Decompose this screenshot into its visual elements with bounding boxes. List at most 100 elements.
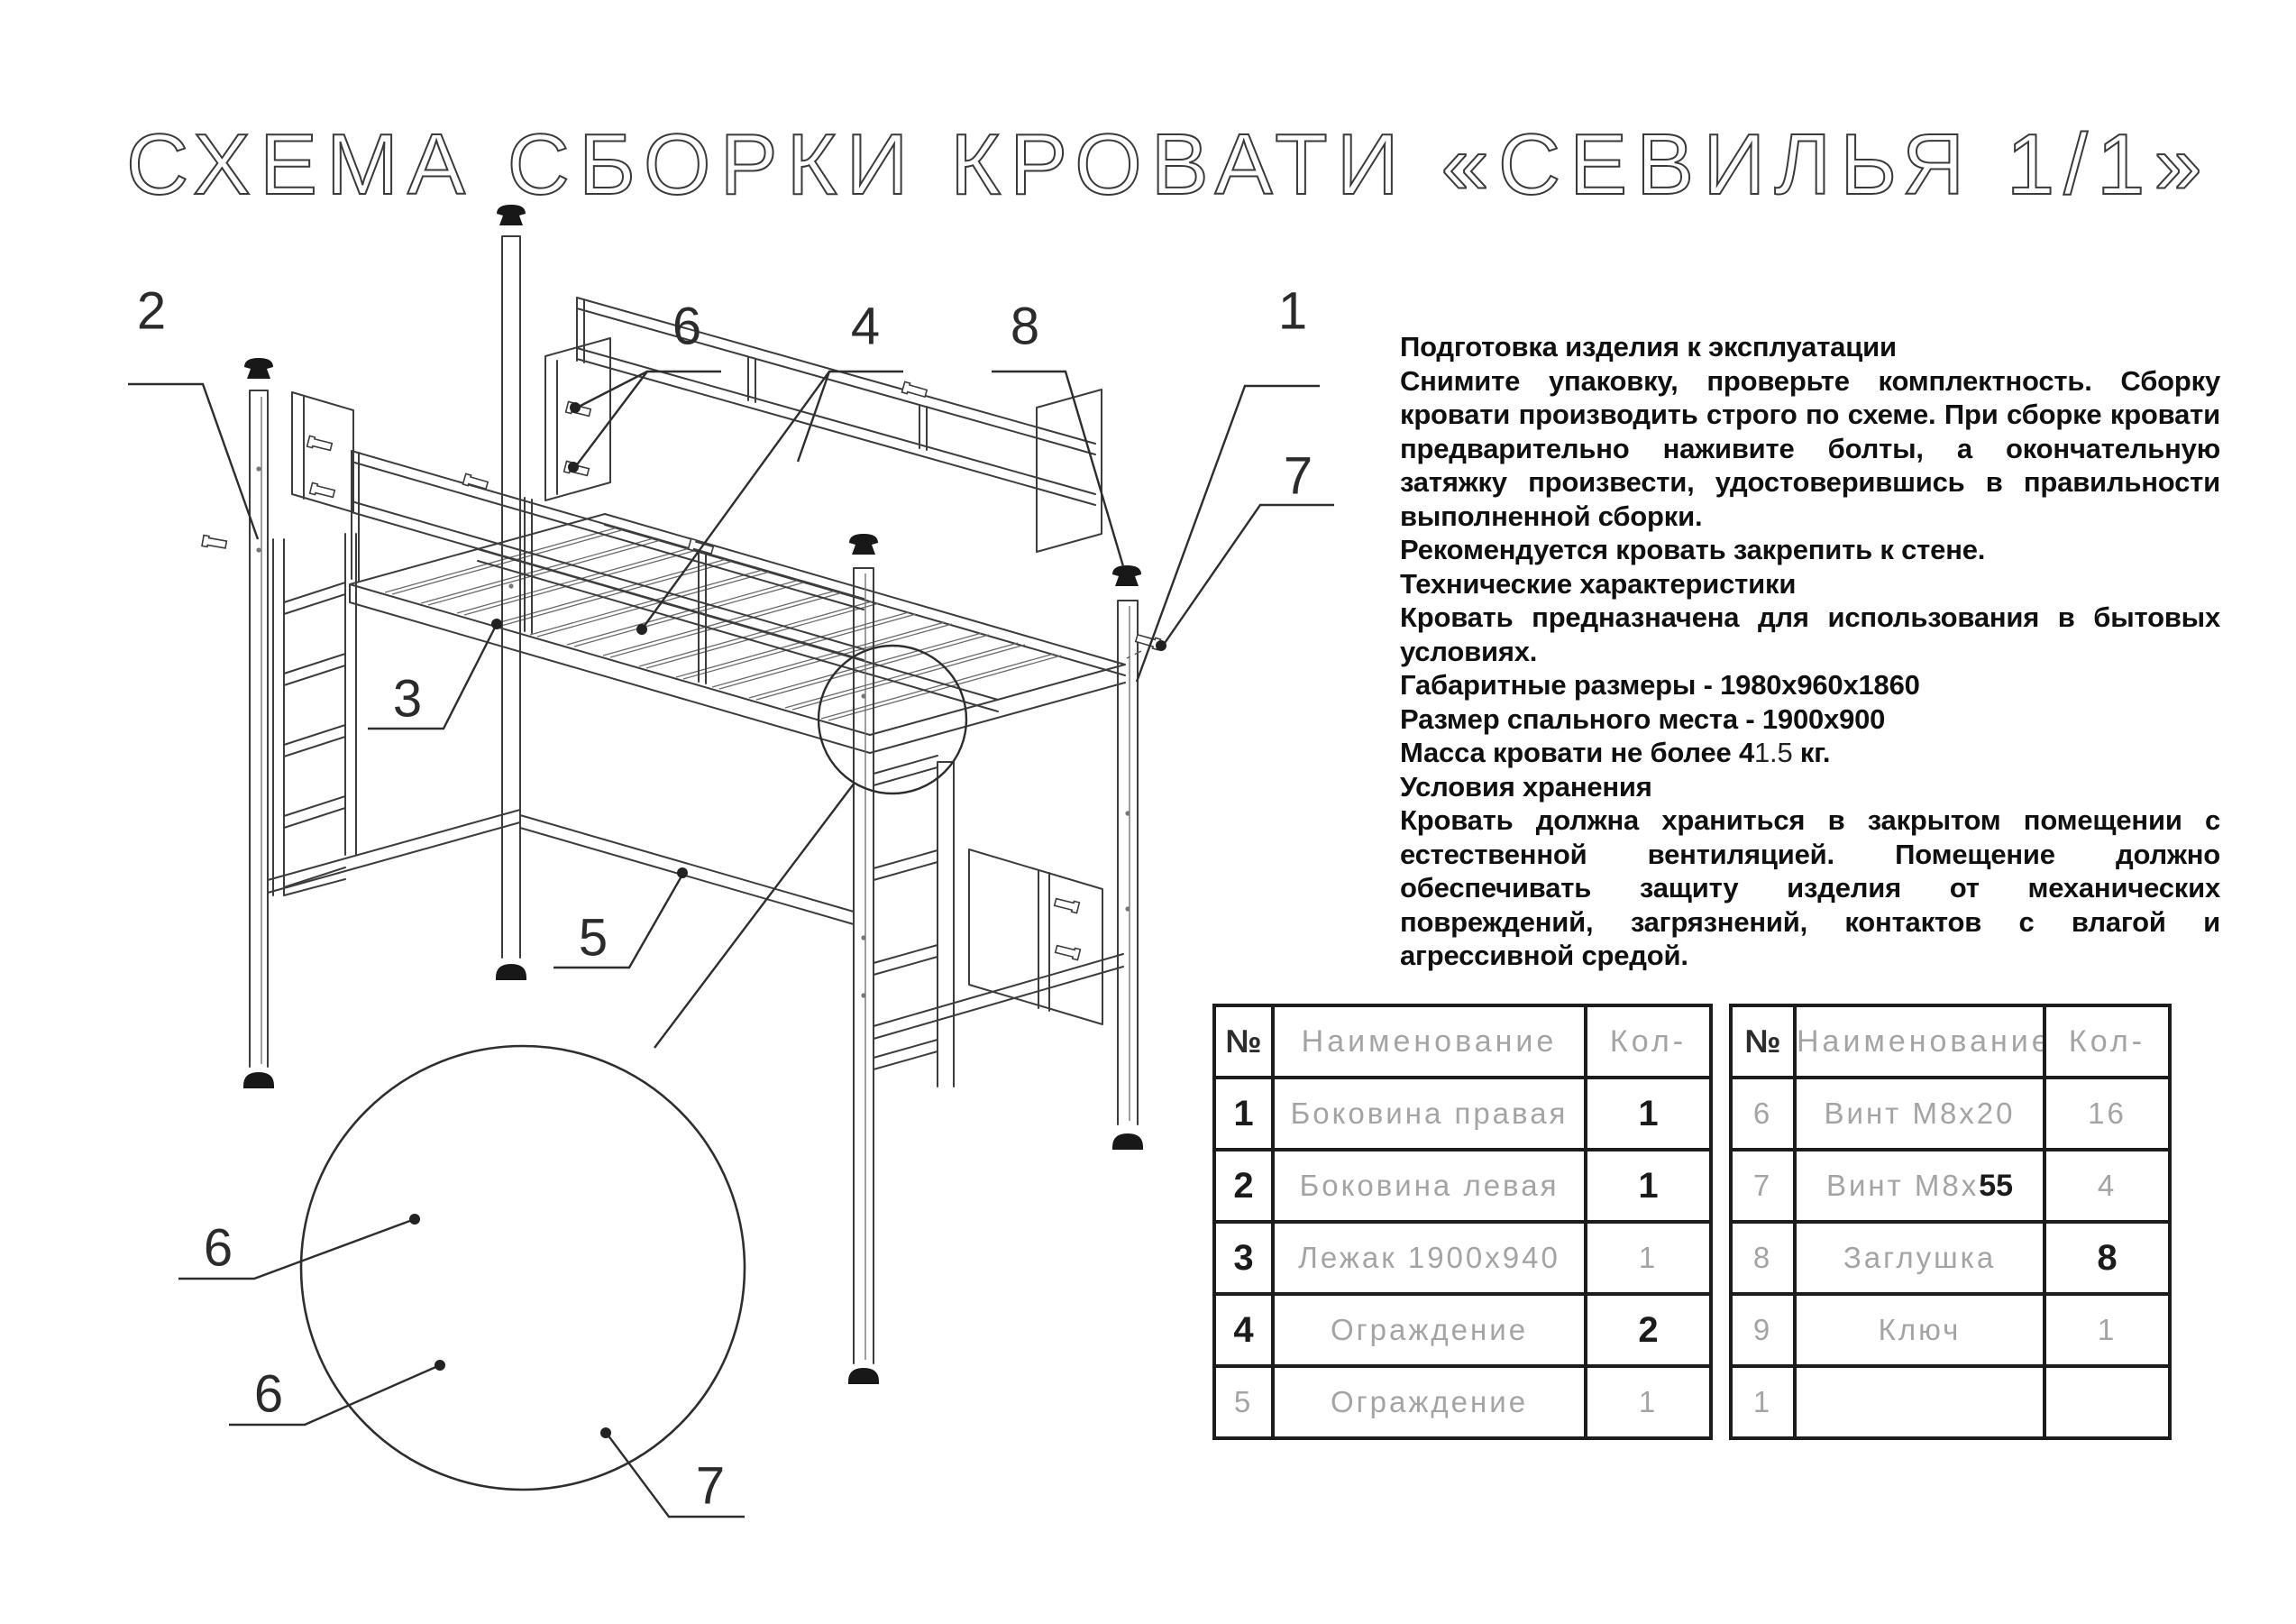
callout-4: 4 (636, 298, 903, 635)
front-guardrail (291, 391, 864, 684)
table-row: 7 Винт М8х55 4 (1729, 1148, 2172, 1224)
part-num: 8 (1729, 1220, 1797, 1296)
part-name-light: Винт М8х (1825, 1168, 1980, 1202)
col-header-qty: Кол- (1584, 1004, 1713, 1079)
col-header-num: № (1212, 1004, 1275, 1079)
callout-3: 3 (368, 619, 502, 730)
detail-indicator-circle (654, 644, 968, 1049)
part-qty: 1 (2043, 1292, 2172, 1368)
assembly-diagram: 2 6 4 8 1 7 (128, 205, 1334, 1518)
part-num: 6 (1729, 1076, 1797, 1151)
table-row: 1 (1729, 1364, 2172, 1440)
part-num: 3 (1212, 1220, 1275, 1296)
table-row: 2 Боковина левая 1 (1212, 1148, 1713, 1224)
table-row: 9 Ключ 1 (1729, 1292, 2172, 1368)
part-name (1793, 1364, 2046, 1440)
part-num: 9 (1729, 1292, 1797, 1368)
svg-text:2: 2 (137, 282, 166, 341)
svg-text:3: 3 (393, 670, 422, 729)
part-num: 1 (1212, 1076, 1275, 1151)
instr-heading-specs: Технические характеристики (1400, 567, 1797, 600)
part-name: Ограждение (1271, 1364, 1587, 1440)
part-num: 1 (1729, 1364, 1797, 1440)
svg-text:4: 4 (851, 298, 880, 356)
instr-para-assembly: Снимите упаковку, проверьте комплектност… (1400, 364, 2220, 532)
part-name: Боковина правая (1271, 1076, 1587, 1151)
parts-table-hardware: № Наименование Кол- 6 Винт М8х20 16 7 Ви… (1729, 1004, 2172, 1440)
callout-5: 5 (553, 867, 688, 969)
instr-heading-storage: Условия хранения (1400, 770, 1652, 803)
part-qty: 1 (1584, 1364, 1713, 1440)
callout-6-top: 6 (568, 298, 721, 473)
col-header-name: Наименование (1271, 1004, 1587, 1079)
svg-text:6: 6 (672, 298, 701, 356)
instr-line-dimensions: Габаритные размеры - 1980х960х1860 (1400, 669, 1920, 701)
callout-6-detail-2: 6 (229, 1360, 445, 1427)
part-name: Ограждение (1271, 1292, 1587, 1368)
part-name: Боковина левая (1271, 1148, 1587, 1224)
part-qty: 1 (1584, 1220, 1713, 1296)
part-qty: 1 (1584, 1148, 1713, 1224)
parts-table-main: № Наименование Кол- 1 Боковина правая 1 … (1212, 1004, 1713, 1440)
loose-bolts (201, 466, 1162, 998)
part-name: Ключ (1793, 1292, 2046, 1368)
table-row: 3 Лежак 1900х940 1 (1212, 1220, 1713, 1296)
mass-value: 1.5 (1754, 737, 1793, 768)
callout-7-right: 7 (1156, 447, 1334, 651)
part-qty: 4 (2043, 1148, 2172, 1224)
svg-text:6: 6 (254, 1365, 283, 1424)
part-name: Заглушка (1793, 1220, 2046, 1296)
instr-para-storage: Кровать должна храниться в закрытом поме… (1400, 804, 2220, 971)
callout-2: 2 (128, 282, 260, 540)
lower-front-rail (519, 814, 855, 925)
instr-para-usage: Кровать предназначена для использования … (1400, 601, 2220, 667)
part-num: 2 (1212, 1148, 1275, 1224)
table-row: № Наименование Кол- (1212, 1004, 1713, 1079)
ladder (873, 755, 955, 1087)
callout-8: 8 (992, 298, 1125, 567)
table-row: 4 Ограждение 2 (1212, 1292, 1713, 1368)
table-row: 8 Заглушка 8 (1729, 1220, 2172, 1296)
instr-line-wall: Рекомендуется кровать закрепить к стене. (1400, 534, 1986, 565)
part-qty: 16 (2043, 1076, 2172, 1151)
col-header-name: Наименование (1793, 1004, 2046, 1079)
instructions-block: Подготовка изделия к эксплуатации Снимит… (1400, 330, 2220, 973)
part-name: Винт М8х55 (1793, 1148, 2046, 1224)
svg-text:5: 5 (579, 909, 608, 968)
svg-text:6: 6 (204, 1219, 233, 1278)
plug-caps (244, 205, 1141, 586)
callout-7-detail: 7 (600, 1427, 745, 1518)
part-qty (2043, 1364, 2172, 1440)
part-qty: 8 (2043, 1220, 2172, 1296)
table-row: № Наименование Кол- (1729, 1004, 2172, 1079)
col-header-qty: Кол- (2043, 1004, 2172, 1079)
detail-view (299, 1044, 746, 1491)
callouts: 2 6 4 8 1 7 (128, 282, 1334, 1518)
right-side-frame (853, 567, 1139, 1364)
left-side-frame (249, 235, 521, 1068)
callout-1: 1 (1135, 282, 1320, 683)
svg-text:7: 7 (1284, 447, 1313, 506)
page-title: СХЕМА СБОРКИ КРОВАТИ «СЕВИЛЬЯ 1/1» (125, 115, 2211, 214)
table-row: 5 Ограждение 1 (1212, 1364, 1713, 1440)
mass-suffix: кг. (1792, 737, 1831, 768)
svg-text:8: 8 (1011, 298, 1039, 356)
mass-prefix: Масса кровати не более 4 (1400, 737, 1754, 768)
part-name: Винт М8х20 (1793, 1076, 2046, 1151)
part-num: 5 (1212, 1364, 1275, 1440)
part-qty: 2 (1584, 1292, 1713, 1368)
callout-6-detail-1: 6 (178, 1214, 420, 1280)
table-row: 6 Винт М8х20 16 (1729, 1076, 2172, 1151)
table-row: 1 Боковина правая 1 (1212, 1076, 1713, 1151)
col-header-num: № (1729, 1004, 1797, 1079)
part-name: Лежак 1900х940 (1271, 1220, 1587, 1296)
bed-deck (349, 513, 1126, 754)
part-name-bold: 55 (1979, 1168, 2014, 1203)
part-qty: 1 (1584, 1076, 1713, 1151)
instr-heading-preparation: Подготовка изделия к эксплуатации (1400, 331, 1897, 362)
svg-text:1: 1 (1278, 282, 1307, 341)
instr-line-mass: Масса кровати не более 41.5 кг. (1400, 736, 2220, 770)
instr-line-bed-size: Размер спального места - 1900х900 (1400, 702, 1886, 735)
part-num: 4 (1212, 1292, 1275, 1368)
